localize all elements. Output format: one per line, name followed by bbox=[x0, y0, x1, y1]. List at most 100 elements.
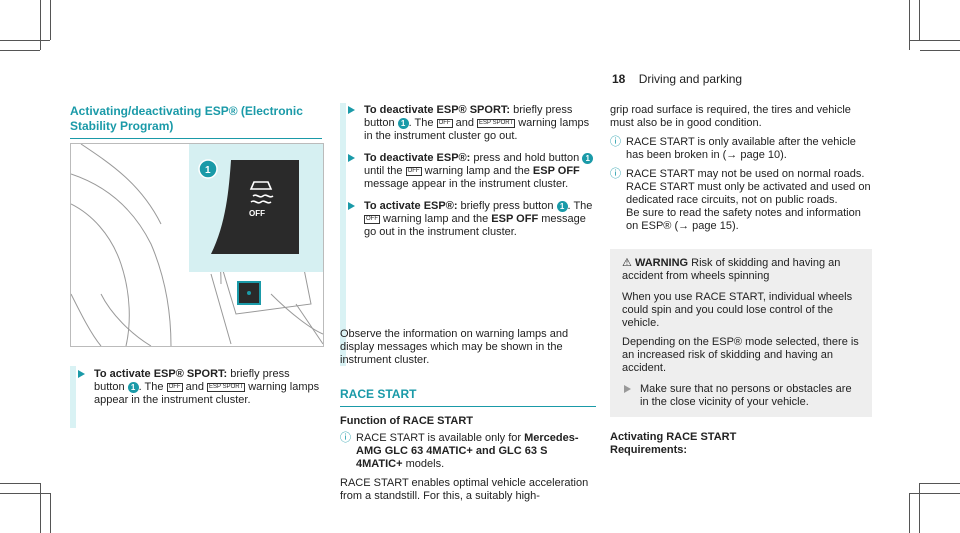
esp-sport-warning-icon: ESP SPORT bbox=[207, 382, 246, 392]
right-column: grip road surface is required, the tires… bbox=[610, 104, 872, 457]
esp-off-warning-icon: OFF bbox=[405, 166, 422, 176]
step-text: briefly press button bbox=[457, 200, 557, 212]
esp-off-warning-icon: OFF bbox=[166, 382, 183, 392]
step-text: warning lamp and the bbox=[421, 165, 533, 177]
crop-mark bbox=[910, 40, 960, 41]
function-heading: Function of RACE START bbox=[340, 415, 473, 427]
step-text: warning lamps appear in the instrument c… bbox=[94, 381, 320, 406]
step-text: and bbox=[452, 117, 478, 129]
crop-mark bbox=[0, 40, 50, 41]
warning-step: Make sure that no persons or obstacles a… bbox=[622, 383, 862, 409]
warning-title: Risk of skidding and having an accident … bbox=[622, 257, 841, 282]
requirements-label: Requirements: bbox=[610, 444, 688, 456]
step-text: . The bbox=[567, 200, 593, 212]
page-number: 18 bbox=[612, 72, 626, 86]
step-text: . The bbox=[138, 381, 167, 393]
middle-column-lower: Observe the information on warning lamps… bbox=[340, 328, 596, 503]
info-text: RACE START may not be used on normal roa… bbox=[626, 168, 871, 206]
info-note: ⓘ RACE START is only available after the… bbox=[610, 136, 872, 162]
step-activate-sport: To activate ESP® SPORT: briefly press bu… bbox=[76, 368, 322, 407]
warning-icon: ⚠ bbox=[622, 257, 632, 269]
crop-mark bbox=[40, 483, 41, 533]
warning-paragraph: When you use RACE START, individual whee… bbox=[622, 291, 853, 329]
esp-sport-warning-icon: ESP SPORT bbox=[477, 118, 516, 128]
step-text: message appear in the instrument cluster… bbox=[364, 178, 569, 190]
activating-race-start-heading: Activating RACE START bbox=[610, 431, 737, 443]
step-text: warning lamps in the instrument cluster … bbox=[364, 117, 590, 142]
info-icon: ⓘ bbox=[340, 432, 351, 444]
crop-mark bbox=[0, 493, 50, 494]
page-header: 18 Driving and parking bbox=[612, 72, 742, 86]
section-title: Driving and parking bbox=[638, 72, 743, 86]
info-text: models. bbox=[405, 458, 445, 470]
model-names: Mercedes-AMG GLC 63 4MATIC+ and GLC 63 S… bbox=[356, 432, 579, 470]
info-text: RACE START is only available after the v… bbox=[626, 136, 856, 161]
crop-mark bbox=[919, 0, 920, 40]
crop-mark bbox=[0, 483, 40, 484]
crop-mark bbox=[920, 50, 960, 51]
crop-mark bbox=[50, 493, 51, 533]
grip-paragraph: grip road surface is required, the tires… bbox=[610, 104, 851, 129]
step-text: briefly press button bbox=[94, 368, 290, 393]
esp-button-figure: OFF 1 bbox=[70, 143, 324, 347]
step-lead: To activate ESP® SPORT: bbox=[94, 368, 228, 380]
warning-paragraph: Depending on the ESP® mode selected, the… bbox=[622, 336, 859, 374]
callout-circle bbox=[198, 159, 218, 179]
step-text: briefly press button bbox=[364, 104, 573, 129]
crop-mark bbox=[909, 493, 910, 533]
step-activate-esp: To activate ESP®: briefly press button 1… bbox=[346, 200, 596, 239]
figure-callout: 1 bbox=[205, 165, 211, 176]
step-arrow-icon bbox=[348, 106, 355, 114]
callout-marker: 1 bbox=[397, 117, 409, 129]
observe-paragraph: Observe the information on warning lamps… bbox=[340, 328, 569, 366]
crop-mark bbox=[40, 0, 41, 50]
step-text: and bbox=[182, 381, 208, 393]
esp-off-warning-icon: OFF bbox=[364, 214, 380, 224]
step-arrow-icon bbox=[348, 202, 355, 210]
crop-mark bbox=[50, 0, 51, 40]
warning-label: WARNING bbox=[634, 257, 689, 269]
info-note: ⓘ RACE START is available only for Merce… bbox=[340, 432, 596, 471]
margin-bar bbox=[340, 103, 346, 366]
crop-mark bbox=[0, 50, 40, 51]
race-start-heading: RACE START bbox=[340, 387, 417, 401]
warning-box: ⚠ WARNING Risk of skidding and having an… bbox=[610, 249, 872, 417]
info-icon: ⓘ bbox=[610, 136, 621, 148]
step-arrow-icon bbox=[78, 370, 85, 378]
step-deactivate-sport: To deactivate ESP® SPORT: briefly press … bbox=[346, 104, 596, 143]
crop-mark bbox=[909, 0, 910, 50]
step-text: press and hold button bbox=[470, 152, 583, 164]
step-deactivate-esp: To deactivate ESP®: press and hold butto… bbox=[346, 152, 596, 191]
race-start-paragraph: RACE START enables optimal vehicle accel… bbox=[340, 477, 589, 502]
esp-off-message: ESP OFF bbox=[491, 213, 539, 225]
step-text: Make sure that no persons or obstacles a… bbox=[640, 383, 852, 408]
info-text: RACE START is available only for bbox=[356, 432, 525, 444]
section-heading: Activating/deactivating ESP® (Electronic… bbox=[70, 104, 303, 133]
off-label: OFF bbox=[249, 209, 265, 218]
step-arrow-icon bbox=[624, 385, 631, 393]
step-lead: To deactivate ESP® SPORT: bbox=[364, 104, 511, 116]
info-icon: ⓘ bbox=[610, 168, 621, 180]
esp-off-message: ESP OFF bbox=[532, 165, 580, 177]
middle-column: To deactivate ESP® SPORT: briefly press … bbox=[346, 104, 596, 248]
margin-bar bbox=[70, 366, 76, 428]
callout-marker: 1 bbox=[582, 152, 594, 164]
crop-mark bbox=[910, 493, 960, 494]
console-illustration: OFF 1 bbox=[71, 144, 323, 346]
step-text: . The bbox=[408, 117, 437, 129]
step-lead: To deactivate ESP®: bbox=[364, 152, 471, 164]
crop-mark bbox=[919, 483, 920, 533]
step-arrow-icon bbox=[348, 154, 355, 162]
left-column: Activating/deactivating ESP® (Electronic… bbox=[70, 104, 322, 147]
heading-rule bbox=[70, 138, 322, 139]
callout-marker: 1 bbox=[556, 200, 568, 212]
step-lead: To activate ESP®: bbox=[364, 200, 458, 212]
step-text: message go out in the instrument cluster… bbox=[364, 213, 586, 238]
left-step: To activate ESP® SPORT: briefly press bu… bbox=[76, 368, 322, 416]
info-text: Be sure to read the safety notes and inf… bbox=[626, 207, 861, 232]
callout-marker: 1 bbox=[127, 381, 139, 393]
step-text: warning lamp and the bbox=[380, 213, 492, 225]
heading-rule bbox=[340, 406, 596, 407]
esp-off-warning-icon: OFF bbox=[436, 118, 453, 128]
info-note: ⓘ RACE START may not be used on normal r… bbox=[610, 168, 872, 233]
